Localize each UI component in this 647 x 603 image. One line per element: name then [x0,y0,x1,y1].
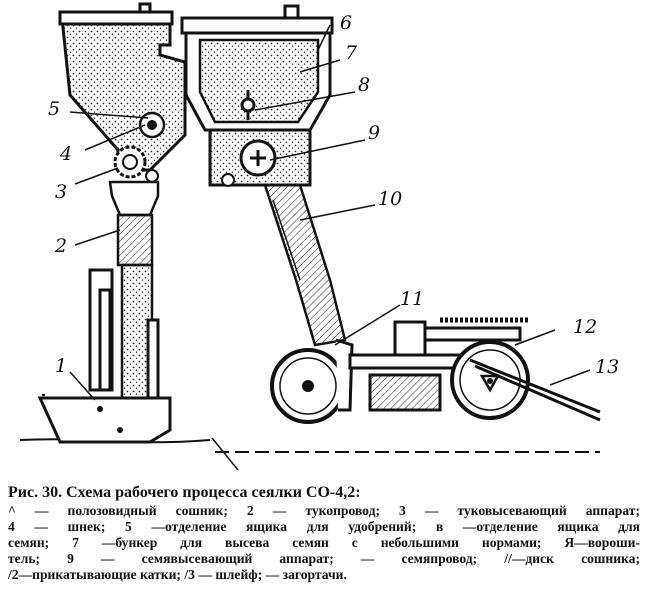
callout-7: 7 [345,42,358,64]
callout-12: 12 [573,316,598,338]
frame-post [88,268,160,402]
fertilizer-hopper [58,2,187,172]
seed-tube [263,183,347,347]
callout-3: 3 [55,181,68,203]
caption-line: /2—прикатывающие катки; /3 — шлейф; — за… [8,567,347,582]
caption-line: 4 — шнек; 5 —отделение ящика для удобрен… [8,519,640,534]
seeder-diagram [19,2,601,470]
disc-opener [270,338,354,424]
callout-1: 1 [55,355,68,377]
callout-4: 4 [60,143,73,165]
callout-6: 6 [340,12,353,34]
drawbar [348,317,530,412]
runner-opener [37,394,172,444]
leader-lines [69,24,591,401]
callout-9: 9 [368,122,381,144]
drag-chain [469,358,601,422]
caption-line: тель; 9 — семявысевающий аппарат; — семя… [8,551,640,566]
agitator [240,90,256,120]
caption-line: семян; 7 —бункер для высева семян с небо… [8,535,640,550]
caption-title: Рис. 30. Схема рабочего процесса сеялки … [8,484,361,501]
callout-11: 11 [400,288,425,310]
auger [138,111,166,139]
fertilizer-metering-gear [113,145,159,183]
seed-hopper [180,4,334,132]
callout-5: 5 [48,98,61,120]
figure-caption: Рис. 30. Схема рабочего процесса сеялки … [8,483,640,583]
callout-8: 8 [358,74,371,96]
callout-13: 13 [595,356,620,378]
caption-line: ^ — полозовидный сошник; 2 — тукопровод;… [8,503,640,518]
seed-metering-unit [208,128,312,187]
callout-10: 10 [378,188,403,210]
callout-2: 2 [55,235,68,257]
